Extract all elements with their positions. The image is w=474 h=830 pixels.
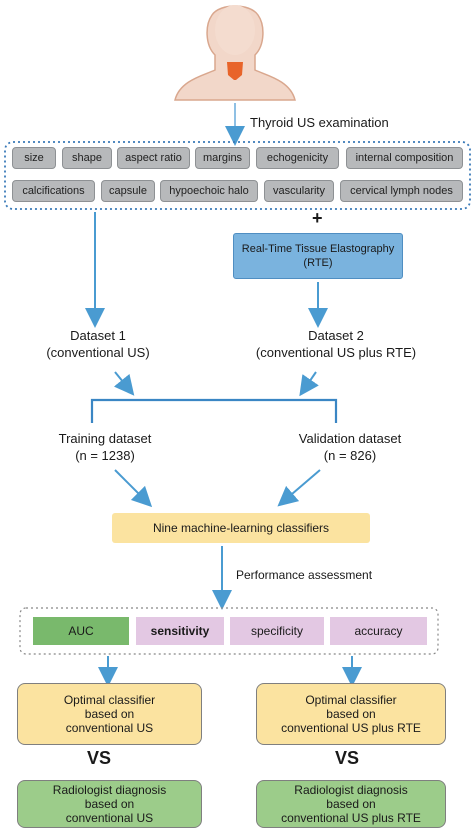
radiologist-left-line2: based on bbox=[84, 797, 135, 811]
feature-capsule: capsule bbox=[101, 180, 155, 202]
dataset2-subtitle: (conventional US plus RTE) bbox=[255, 345, 417, 360]
validation-count: (n = 826) bbox=[323, 448, 377, 463]
radiologist-right: Radiologist diagnosis based on conventio… bbox=[256, 780, 446, 828]
classifiers-box: Nine machine-learning classifiers bbox=[112, 513, 370, 543]
optimal-left-line2: based on bbox=[84, 707, 135, 721]
training-label: Training dataset (n = 1238) bbox=[45, 430, 165, 464]
feature-echogenicity: echogenicity bbox=[256, 147, 339, 169]
arrow-dataset2-to-split bbox=[299, 371, 319, 397]
rte-line2: (RTE) bbox=[303, 257, 333, 269]
features-container bbox=[4, 141, 471, 210]
dataset1-label: Dataset 1 (conventional US) bbox=[38, 327, 158, 361]
optimal-right-line3: conventional US plus RTE bbox=[281, 721, 421, 735]
validation-label: Validation dataset (n = 826) bbox=[285, 430, 415, 464]
feature-margins: margins bbox=[195, 147, 250, 169]
dataset1-subtitle: (conventional US) bbox=[46, 345, 150, 360]
optimal-classifier-right: Optimal classifier based on conventional… bbox=[256, 683, 446, 745]
arrow-training-to-classifiers bbox=[114, 469, 153, 508]
rte-line1: Real-Time Tissue Elastography bbox=[241, 243, 395, 255]
optimal-classifier-left: Optimal classifier based on conventional… bbox=[17, 683, 202, 745]
metric-auc: AUC bbox=[33, 617, 129, 645]
dataset1-title: Dataset 1 bbox=[70, 328, 126, 343]
radiologist-left-line3: conventional US bbox=[65, 811, 154, 825]
metric-specificity: specificity bbox=[230, 617, 324, 645]
feature-calcifications: calcifications bbox=[12, 180, 95, 202]
optimal-left-line1: Optimal classifier bbox=[63, 693, 156, 707]
feature-vascularity: vascularity bbox=[264, 180, 334, 202]
feature-size: size bbox=[12, 147, 56, 169]
training-title: Training dataset bbox=[58, 431, 152, 446]
training-count: (n = 1238) bbox=[75, 448, 135, 463]
radiologist-right-line3: conventional US plus RTE bbox=[281, 811, 421, 825]
metric-accuracy: accuracy bbox=[330, 617, 427, 645]
feature-shape: shape bbox=[62, 147, 112, 169]
arrow-validation-to-classifiers bbox=[277, 469, 321, 507]
thyroid-icon bbox=[227, 62, 243, 80]
feature-cervical-lymph-nodes: cervical lymph nodes bbox=[340, 180, 463, 202]
head-illustration bbox=[174, 5, 296, 101]
split-bracket bbox=[90, 398, 338, 423]
metric-sensitivity: sensitivity bbox=[136, 617, 224, 645]
plus-sign: + bbox=[312, 208, 323, 228]
radiologist-right-line1: Radiologist diagnosis bbox=[294, 783, 408, 797]
optimal-right-line2: based on bbox=[326, 707, 376, 721]
dataset2-title: Dataset 2 bbox=[308, 328, 364, 343]
feature-hypoechoic-halo: hypoechoic halo bbox=[160, 180, 258, 202]
radiologist-left-line1: Radiologist diagnosis bbox=[52, 783, 167, 797]
radiologist-left: Radiologist diagnosis based on conventio… bbox=[17, 780, 202, 828]
rte-box: Real-Time Tissue Elastography (RTE) bbox=[233, 233, 403, 279]
optimal-right-line1: Optimal classifier bbox=[305, 693, 397, 707]
optimal-left-line3: conventional US bbox=[65, 721, 154, 735]
feature-aspect-ratio: aspect ratio bbox=[117, 147, 190, 169]
validation-title: Validation dataset bbox=[298, 431, 402, 446]
metrics-container bbox=[19, 607, 439, 655]
exam-label: Thyroid US examination bbox=[250, 115, 389, 130]
arrow-dataset1-to-split bbox=[113, 371, 135, 396]
feature-internal-composition: internal composition bbox=[346, 147, 463, 169]
performance-label: Performance assessment bbox=[236, 568, 373, 582]
vs-left: VS bbox=[87, 748, 112, 768]
dataset2-label: Dataset 2 (conventional US plus RTE) bbox=[246, 327, 426, 361]
radiologist-right-line2: based on bbox=[326, 797, 376, 811]
vs-right: VS bbox=[335, 748, 360, 768]
